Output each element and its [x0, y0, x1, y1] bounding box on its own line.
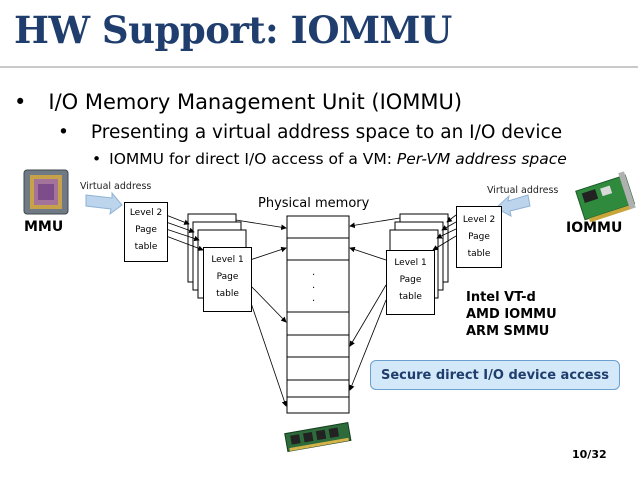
slide-title: HW Support: IOMMU	[14, 8, 452, 52]
right-l1-to-memory-arrows	[349, 217, 401, 391]
physical-memory-label: Physical memory	[258, 196, 370, 211]
ram-module-icon	[284, 422, 352, 453]
right-level2-page-table: Level 2 Page table	[456, 206, 502, 268]
right-level2-line1: Level 2	[462, 215, 496, 225]
title-divider	[0, 66, 638, 68]
bullet1-text: I/O Memory Management Unit (IOMMU)	[48, 90, 463, 114]
virtual-address-arrow-left	[85, 191, 123, 216]
left-level1-line1: Level 1	[211, 255, 244, 265]
mmu-label: MMU	[24, 219, 64, 235]
physical-memory	[286, 215, 350, 414]
left-level1-line2: Page	[216, 272, 239, 282]
left-l1-to-memory-arrows	[235, 219, 288, 407]
ellipsis-dot-3: .	[312, 293, 316, 304]
ellipsis-dot-1: .	[312, 267, 316, 278]
iommu-label: IOMMU	[566, 220, 623, 236]
right-virtual-address-label: Virtual address	[487, 185, 559, 196]
left-level2-line1: Level 2	[129, 208, 163, 218]
bullet-level3: •IOMMU for direct I/O access of a VM: Pe…	[92, 150, 567, 168]
technology-list: Intel VT-d AMD IOMMU ARM SMMU	[466, 289, 557, 340]
left-virtual-address-label: Virtual address	[80, 181, 152, 192]
right-level2-line2: Page	[468, 232, 490, 242]
cpu-chip-icon	[23, 169, 69, 215]
bullet2-text: Presenting a virtual address space to an…	[90, 122, 563, 143]
right-level1-line3: table	[399, 292, 422, 302]
bullet3-italic: Per-VM address space	[396, 150, 567, 168]
right-level1-page-table: Level 1 Page table	[386, 250, 435, 315]
right-level2-line3: table	[467, 249, 491, 259]
tech-arm: ARM SMMU	[466, 324, 550, 339]
tech-intel: Intel VT-d	[466, 290, 536, 305]
secure-access-callout: Secure direct I/O device access	[370, 360, 620, 390]
left-l2-to-l1-arrows	[165, 214, 204, 251]
network-card-icon	[575, 171, 636, 223]
ellipsis-dot-2: .	[312, 280, 316, 291]
right-level1-line2: Page	[399, 275, 422, 285]
right-l2-to-l1-arrows	[432, 214, 457, 251]
bullet3-prefix: IOMMU for direct I/O access of a VM:	[109, 150, 397, 168]
virtual-address-arrow-right	[495, 194, 531, 217]
memory-ellipsis: . . .	[312, 266, 315, 305]
bullet-level1: •I/O Memory Management Unit (IOMMU)	[14, 90, 463, 114]
left-level2-page-table: Level 2 Page table	[124, 202, 168, 262]
left-level2-line3: table	[134, 242, 158, 252]
bullet-level2: •Presenting a virtual address space to a…	[58, 122, 563, 143]
left-level2-line2: Page	[135, 225, 157, 235]
right-level1-line1: Level 1	[394, 258, 427, 268]
left-level1-page-table: Level 1 Page table	[203, 247, 252, 312]
tech-amd: AMD IOMMU	[466, 307, 557, 322]
left-level1-line3: table	[216, 289, 239, 299]
page-number: 10/32	[572, 448, 607, 461]
